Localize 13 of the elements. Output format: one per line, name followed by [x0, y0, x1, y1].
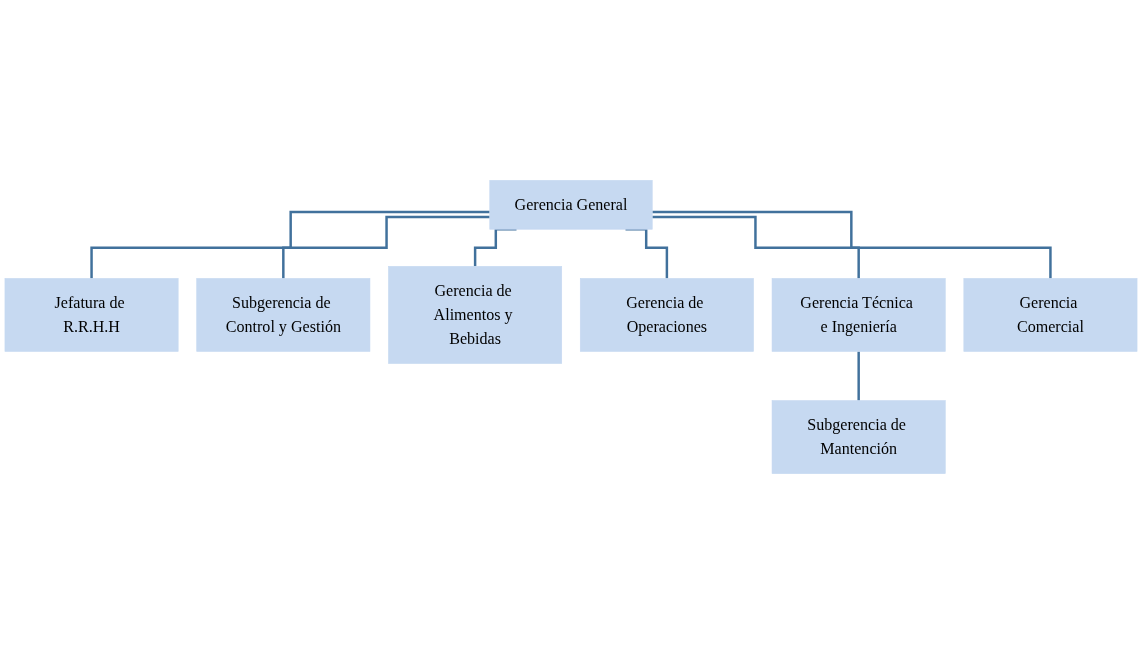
node-box: Subgerencia de Mantención [771, 400, 946, 474]
node-box: Gerencia Técnica e Ingeniería [771, 278, 946, 352]
connector [857, 350, 860, 402]
node-box: Gerencia General [489, 180, 653, 230]
connector [282, 215, 490, 280]
node-box: Gerencia de Operaciones [579, 278, 754, 352]
connector [90, 210, 490, 280]
node-box: Gerencia Comercial [963, 278, 1138, 352]
node-box: Jefatura de R.R.H.H [4, 278, 179, 352]
node-box: Subgerencia de Control y Gestión [196, 278, 371, 352]
connector [652, 210, 1052, 280]
connector [652, 215, 860, 280]
node-box: Gerencia de Alimentos y Bebidas [388, 266, 563, 364]
